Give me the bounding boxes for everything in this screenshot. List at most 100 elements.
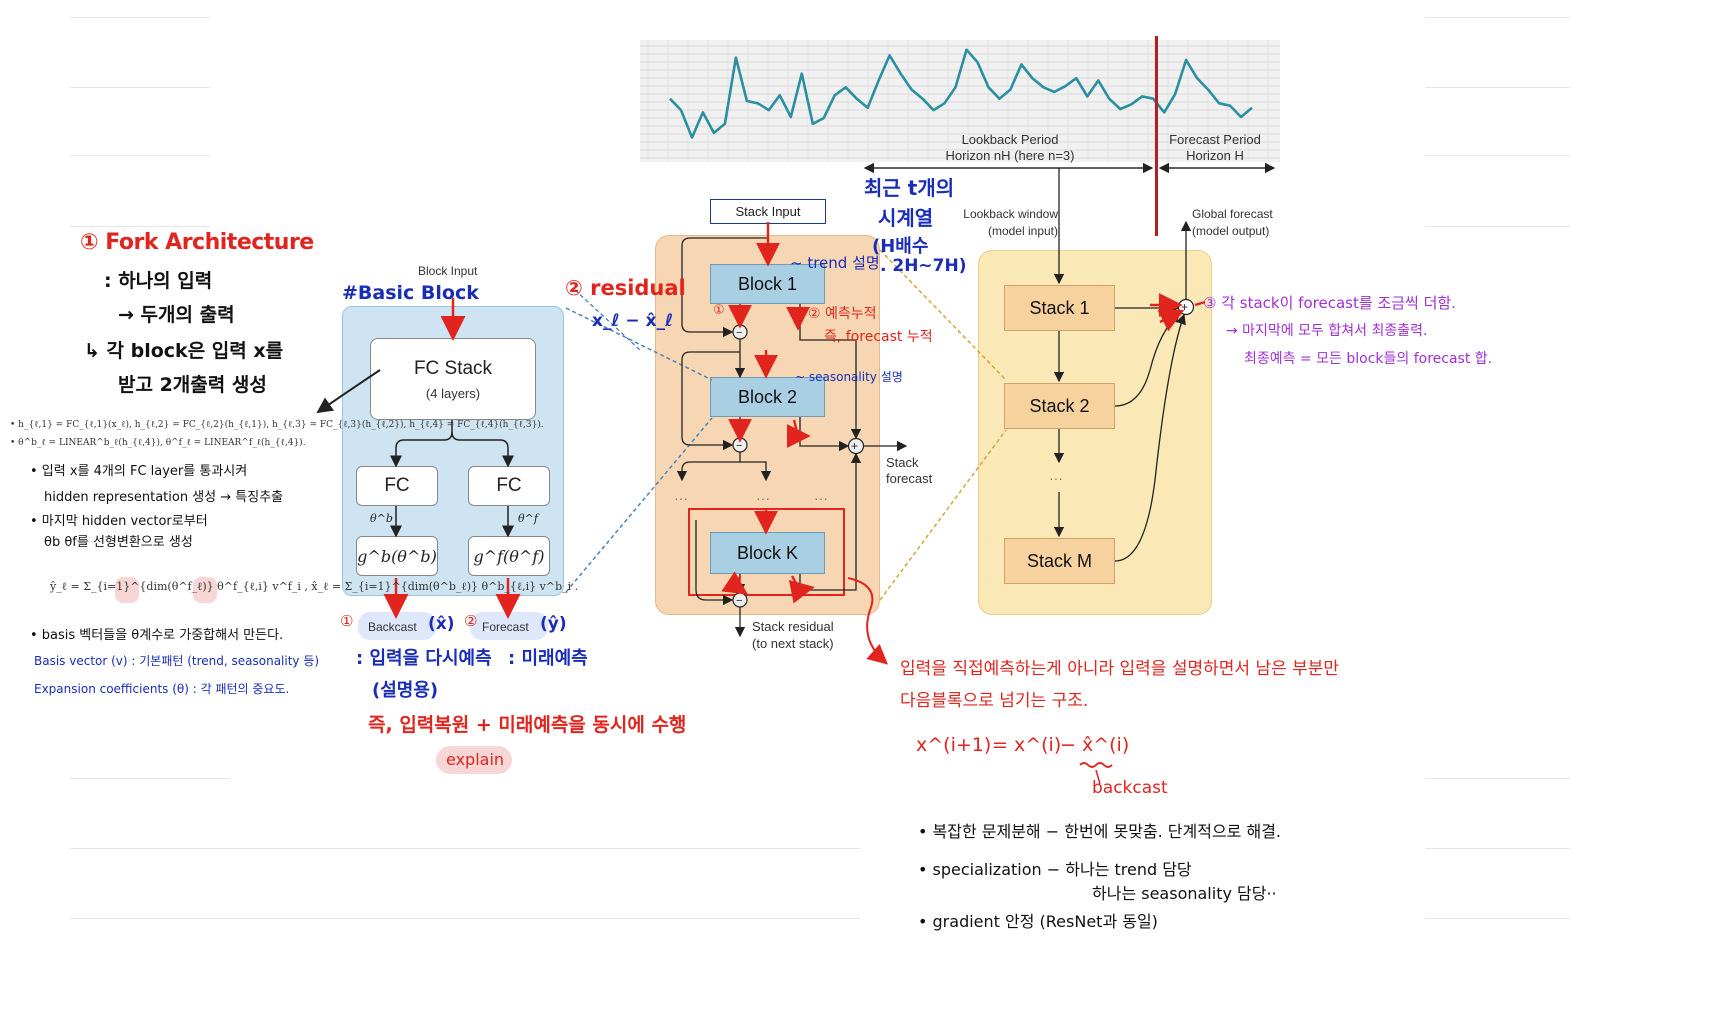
stack-dots-left: ··· <box>674 490 688 506</box>
model-note-3: 최종예측 = 모든 block들의 forecast 합. <box>1244 351 1493 367</box>
ruled-line <box>70 17 210 18</box>
fc-stack-box: FC Stack (4 layers) <box>370 338 536 420</box>
forecast-label-line1: Forecast Period <box>1169 132 1261 147</box>
skip-line-k <box>695 520 734 606</box>
equation-lhs: x^(i+1) <box>916 734 992 756</box>
ruled-line <box>70 848 860 849</box>
bottom-red-note-1: 입력을 직접예측하는게 아니라 입력을 설명하면서 남은 부분만 <box>900 659 1340 679</box>
explain-highlight <box>436 746 512 774</box>
bullet-specialization-1: • specialization − 하나는 trend 담당 <box>918 860 1192 879</box>
basic-block-hand-label: #Basic Block <box>342 282 479 304</box>
stack-mark-2b: 즉, forecast 누적 <box>824 329 933 345</box>
blockk-red-frame <box>688 508 845 596</box>
forecast-mark: ② <box>464 612 478 630</box>
ruled-line <box>1425 17 1570 18</box>
note-expansion-coefficients: Expansion coefficients (θ) : 각 패턴의 중요도. <box>34 682 290 696</box>
backcast-label: Backcast <box>368 620 417 634</box>
fork-note-line1: : 하나의 입력 <box>104 270 213 292</box>
ruled-line <box>1425 87 1570 88</box>
block-input-label: Block Input <box>418 264 478 278</box>
equation-rhs: − x̂^(i) <box>1060 734 1130 756</box>
forecast-note: : 미래예측 <box>508 648 588 669</box>
red-sum-arrow-2 <box>1157 309 1185 332</box>
stack-mark-2: ② 예측누적 <box>808 306 877 322</box>
note-hidden-vector-1: • 마지막 hidden vector로부터 <box>30 514 208 529</box>
equation-theta: • θ^b_ℓ = LINEAR^b_ℓ(h_{ℓ,4}), θ^f_ℓ = L… <box>10 438 306 448</box>
ruled-line <box>70 155 210 156</box>
lookback-period-label: Lookback Period Horizon nH (here n=3) <box>940 132 1080 164</box>
stack1-box: Stack 1 <box>1004 285 1115 331</box>
stack-zoom-connector-upper <box>879 249 1007 381</box>
forecast-symbol: (ŷ) <box>540 614 567 634</box>
lookback-label-line1: Lookback Period <box>961 132 1059 147</box>
stack-zoom-connector-lower <box>879 429 1007 601</box>
recent-note-4: . 2H~7H) <box>880 256 967 276</box>
ruled-line <box>70 87 210 88</box>
forecast-label-line2: Horizon H <box>1186 148 1244 163</box>
stack-input-box: Stack Input <box>710 199 826 224</box>
skip-line-1 <box>681 237 768 338</box>
fc-right-label: FC <box>496 475 522 496</box>
blockk-forecast-line <box>799 452 862 591</box>
residual-2-arrow <box>740 461 772 482</box>
note-fc-layers-2: hidden representation 생성 → 특징추출 <box>44 490 284 505</box>
skip-line-2 <box>681 351 740 451</box>
equation-hidden-layers: • h_{ℓ,1} = FC_{ℓ,1}(x_ℓ), h_{ℓ,2} = FC_… <box>10 420 544 430</box>
stack-input-label: Stack Input <box>735 204 801 219</box>
block2-label: Block 2 <box>737 386 798 407</box>
seasonality-note: ~ seasonality 설명 <box>795 370 903 384</box>
recent-note-2: 시계열 <box>878 206 934 230</box>
fork-architecture-title: ① Fork Architecture <box>80 230 314 255</box>
bottom-red-note-2: 다음블록으로 넘기는 구조. <box>900 691 1089 711</box>
fork-note-line3: ↳ 각 block은 입력 x를 <box>84 340 284 362</box>
stackm-forecast-arrow <box>1114 313 1186 562</box>
stack2-label: Stack 2 <box>1029 395 1090 416</box>
ruled-line <box>1425 778 1570 779</box>
ruled-line <box>1425 918 1570 919</box>
ruled-line <box>70 226 210 227</box>
recent-note-1: 최근 t개의 <box>864 176 955 200</box>
equation-mid: = x^(i) <box>992 734 1062 756</box>
note-basis-vector: Basis vector (v) : 기본패턴 (trend, seasonal… <box>34 654 320 668</box>
gf-label: g^f(θ^f) <box>473 546 545 566</box>
block1-label: Block 1 <box>737 273 798 294</box>
backcast-symbol: (x̂) <box>428 614 455 634</box>
fc-stack-pointer-arrow <box>316 369 381 414</box>
ruled-line <box>1425 155 1570 156</box>
fc-split-left-arrow <box>390 420 453 468</box>
fc-stack-title: FC Stack <box>413 357 493 379</box>
ruled-line <box>70 778 230 779</box>
theta-b-highlight <box>193 577 217 603</box>
forecast-period-label: Forecast Period Horizon H <box>1160 132 1270 164</box>
minus-sign-1: − <box>736 327 742 339</box>
gb-label: g^b(θ^b) <box>357 546 437 566</box>
residual-hand-label: ② residual <box>565 276 686 300</box>
skip-line-3 <box>676 452 741 482</box>
recent-note-3: (H배수 <box>872 236 929 257</box>
fc-stack-subtitle: (4 layers) <box>425 385 481 401</box>
equation-backcast-label: backcast <box>1092 778 1168 798</box>
note-hidden-vector-2: θb θf를 선형변환으로 생성 <box>44 535 193 550</box>
stack-forecast-label: Stack forecast <box>886 455 933 486</box>
trend-note: ~ trend 설명 <box>790 254 880 272</box>
fc-right-box: FC <box>468 466 550 506</box>
fc-left-box: FC <box>356 466 438 506</box>
global-forecast-label: Global forecast (model output) <box>1192 207 1273 238</box>
bullet-gradient: • gradient 안정 (ResNet과 동일) <box>918 912 1158 931</box>
blockk-label: Block K <box>736 542 799 563</box>
residual-pointer-line <box>574 289 641 351</box>
red-sum-arrow-3 <box>1194 300 1206 307</box>
fc-split-right-arrow <box>451 431 514 468</box>
stack1-label: Stack 1 <box>1029 297 1090 318</box>
timeseries-chart <box>640 40 1280 162</box>
lookback-window-label: Lookback window (model input) <box>963 207 1058 238</box>
ruled-line <box>1425 848 1570 849</box>
backcast-note-1: : 입력을 다시예측 <box>356 648 492 669</box>
red-blockk-forecast <box>788 575 815 604</box>
stack-mark-1: ① <box>713 303 725 318</box>
forecast-cutoff-line <box>1155 36 1158 236</box>
fork-note-line4: 받고 2개출력 생성 <box>118 374 267 396</box>
red-pointer-to-note <box>847 577 889 665</box>
gf-box: g^f(θ^f) <box>468 536 550 576</box>
note-fc-layers-1: • 입력 x를 4개의 FC layer를 통과시켜 <box>30 464 248 479</box>
